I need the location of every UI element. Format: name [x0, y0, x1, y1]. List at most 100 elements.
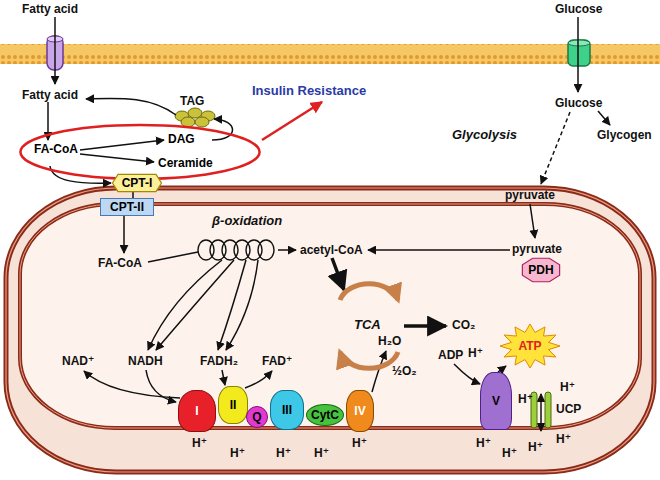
pathway-arrows [48, 17, 610, 431]
cpt2-box: CPT-II [100, 198, 154, 216]
mitochondrion-part [6, 188, 654, 472]
insulin-resistance-arrow-part [262, 102, 322, 140]
node-label: CytC [311, 408, 339, 422]
cytochrome-c: CytC [306, 404, 344, 426]
proton-label: H⁺ [468, 346, 483, 360]
complex-iii: III [270, 390, 304, 430]
pathway-arrows-part [541, 112, 570, 184]
cell-membrane-part [0, 44, 660, 64]
pathway-label: TAG [180, 94, 204, 108]
mitochondrion-part [6, 188, 654, 472]
pathway-label: Glucose [555, 2, 602, 16]
cell-membrane-part [0, 44, 660, 64]
tag-droplets [175, 108, 215, 127]
tag-droplets-part [181, 117, 195, 127]
beta-oxidation-spiral-part [258, 240, 274, 260]
pathway-label: NADH [128, 354, 163, 368]
node-shape [20, 125, 259, 179]
proton-label: H⁺ [314, 446, 329, 460]
cpt1-hexagon: CPT-I [112, 174, 162, 192]
pathway-arrows-part [80, 140, 164, 150]
ubiquinone-circle: Q [246, 406, 268, 428]
pathway-label: pyruvate [512, 242, 562, 256]
proton-label: H⁺ [230, 446, 245, 460]
pathway-arrows-part [540, 394, 542, 431]
pathway-arrows-part [148, 260, 222, 350]
pathway-label: pyruvate [505, 188, 555, 202]
proton-label: H⁺ [556, 432, 571, 446]
glucose-transporter [568, 40, 590, 66]
pathway-label: FAD⁺ [262, 354, 292, 368]
node-label: Q [252, 410, 261, 424]
pathway-label: NAD⁺ [62, 354, 94, 368]
pathway-label: H₂O [378, 334, 401, 348]
pdh-octagon: PDH [522, 258, 560, 282]
pathway-arrows-part [372, 351, 386, 392]
pathway-arrows-part [218, 260, 246, 350]
node-label: II [230, 398, 237, 412]
pathway-label: ½O₂ [392, 364, 417, 378]
tca-cycle-arrows [340, 284, 398, 369]
node-shape [522, 258, 559, 282]
node-label: FA-CoA [34, 142, 78, 156]
tag-droplets-part [195, 117, 209, 127]
proton-label: H⁺ [560, 380, 575, 394]
node-label: DAG [168, 132, 195, 146]
node-label: V [492, 394, 500, 408]
tca-cycle-arrows-part [340, 284, 398, 300]
proton-label: H⁺ [476, 436, 491, 450]
node-shape [113, 174, 162, 191]
atp-starburst: ATP [500, 324, 560, 368]
tag-droplets-part [188, 108, 202, 118]
pathway-label: UCP [556, 402, 581, 416]
pathway-arrows-part [530, 204, 535, 238]
thick-arrows [332, 258, 446, 326]
lipid-ellipse: FA-CoA DAG Ceramide [18, 124, 262, 180]
thick-arrows-part [404, 324, 446, 328]
pathway-arrows-part [245, 371, 272, 388]
atp-synthase: V [480, 372, 512, 430]
pathway-arrows-part [148, 252, 198, 262]
pathway-label: CO₂ [452, 318, 475, 332]
pathway-label: Insulin Resistance [252, 84, 366, 98]
pathway-label: TCA [354, 318, 381, 332]
pathway-arrows-part [226, 260, 258, 350]
pathway-arrows-part [454, 364, 480, 384]
pathway-arrows-part [278, 249, 296, 251]
complex-iv: IV [346, 390, 374, 432]
node-label: PDH [528, 263, 553, 277]
pathway-arrows-part [368, 249, 510, 251]
proton-label: H⁺ [518, 392, 533, 406]
pathway-label: Glycolysis [452, 128, 517, 142]
pathway-arrows-part [222, 370, 225, 385]
mitochondrion [6, 188, 654, 472]
pathway-arrows-part [80, 154, 154, 162]
node-label: ATP [518, 339, 541, 353]
node-label: Ceramide [158, 156, 213, 170]
pathway-label: Fatty acid [22, 2, 78, 16]
pathway-label: Fatty acid [22, 88, 78, 102]
pathway-label: acetyl-CoA [300, 243, 363, 257]
pathway-arrows-part [86, 98, 176, 115]
proton-label: H⁺ [276, 446, 291, 460]
node-label: III [282, 403, 292, 417]
pathway-label: FADH₂ [200, 354, 238, 368]
pathway-arrows-part [123, 216, 125, 253]
insulin-resistance-arrow [262, 102, 322, 140]
glucose-transporter-part [568, 40, 590, 46]
pathway-arrows-part [212, 119, 233, 140]
mitochondrion-part [20, 204, 640, 428]
node-label: I [195, 404, 198, 418]
pathway-label: Glucose [555, 96, 602, 110]
complex-i: I [178, 390, 216, 432]
complex-ii: II [218, 386, 248, 424]
beta-oxidation-spiral [198, 240, 274, 260]
proton-label: H⁺ [352, 436, 367, 450]
mitochondrion-part [20, 204, 640, 428]
proton-label: H⁺ [502, 446, 517, 460]
tca-cycle-arrows-part [340, 352, 398, 368]
node-label: CPT-I [122, 176, 153, 190]
glucose-transporter-part [568, 40, 590, 66]
pathway-arrows-part [84, 371, 180, 398]
